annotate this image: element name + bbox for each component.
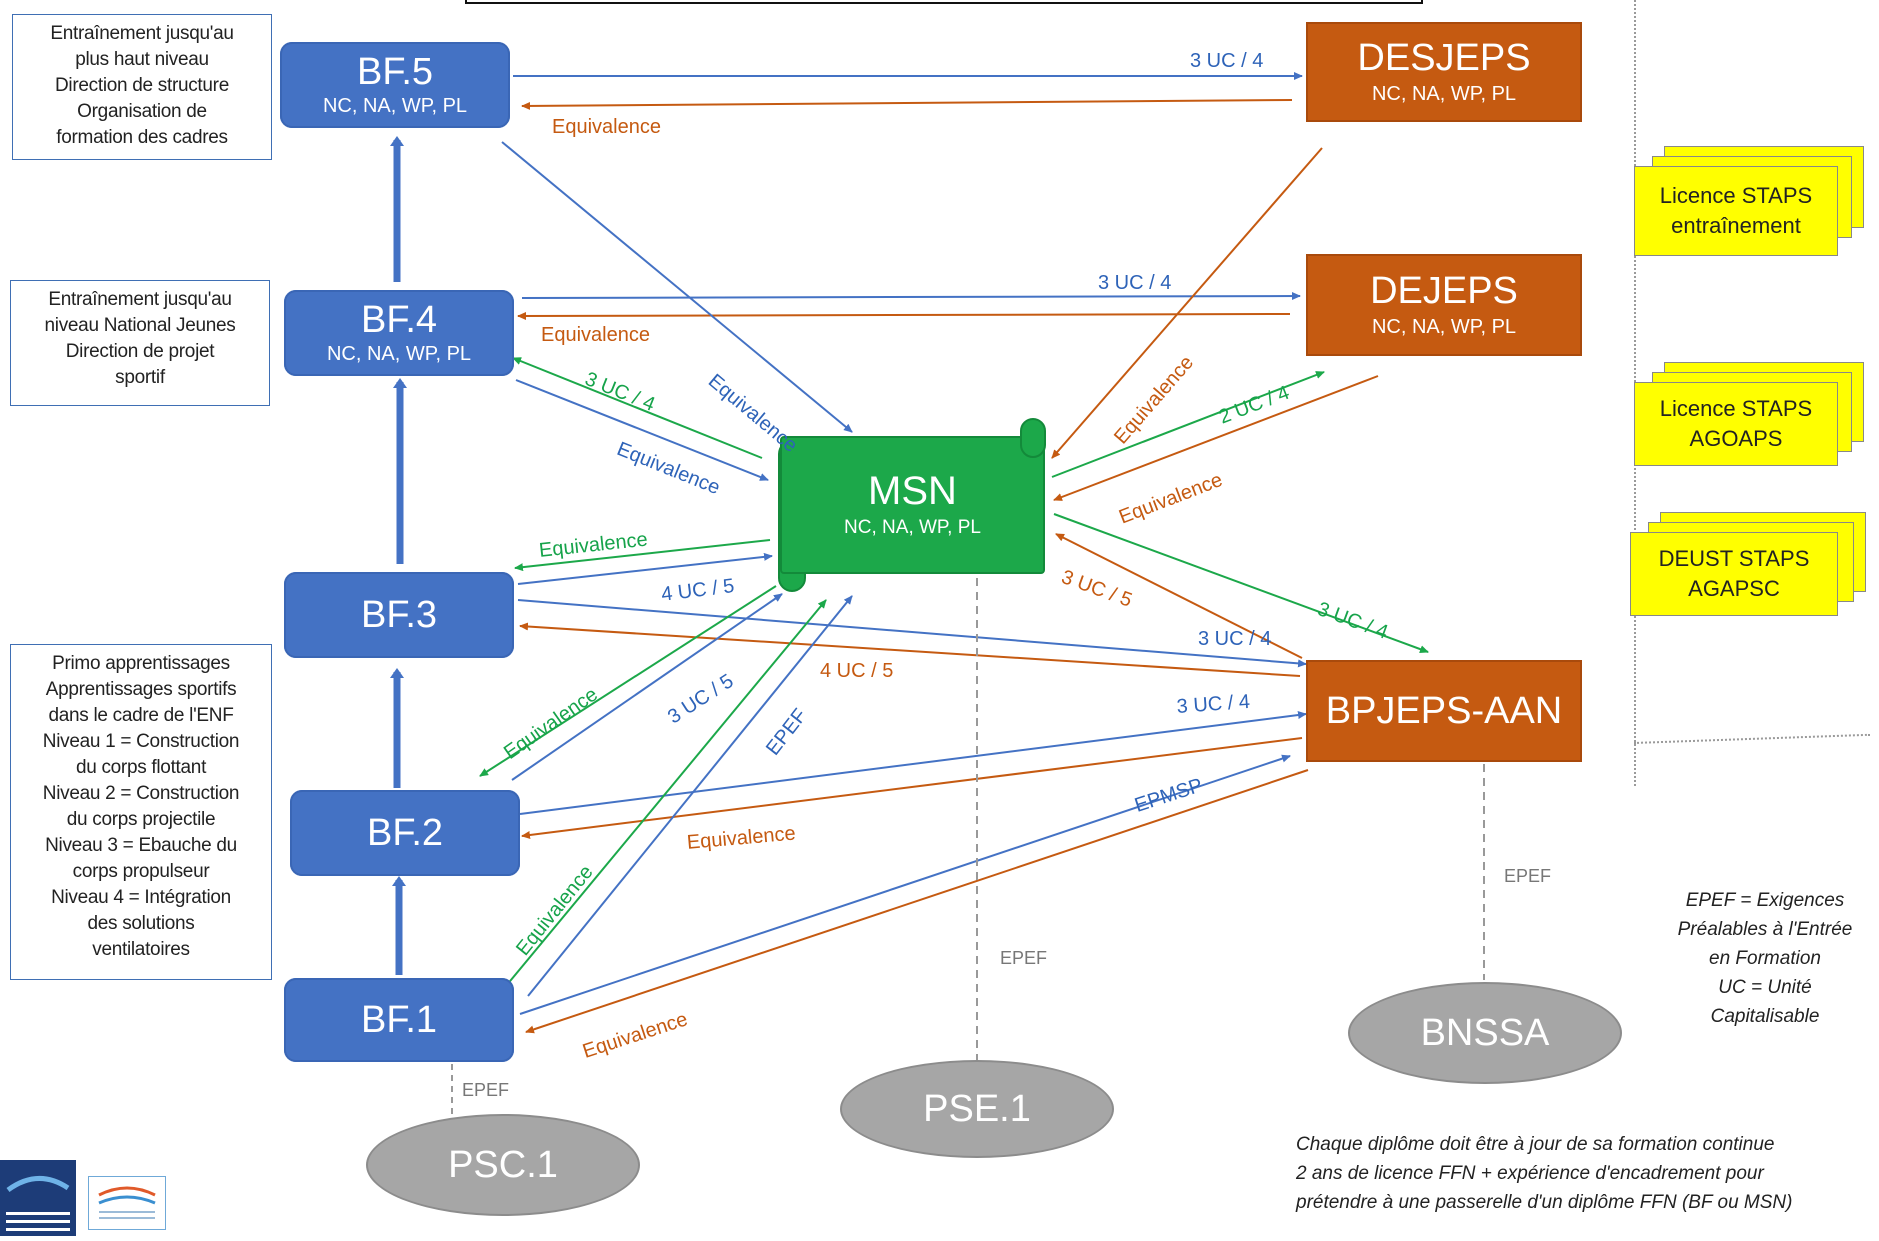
dejeps-title: DEJEPS [1370, 270, 1518, 312]
bf1-bf2-description: Primo apprentissages Apprentissages spor… [10, 644, 272, 980]
bf12-description-line: Niveau 1 = Construction [42, 731, 240, 752]
legend: EPEF = Exigences Préalables à l'Entrée e… [1660, 886, 1870, 1031]
bf4-description-line: Direction de projet [65, 341, 215, 362]
psc1-ellipse[interactable]: PSC.1 [366, 1114, 640, 1216]
label-epef-bnssa: EPEF [1504, 866, 1552, 886]
desjeps-subtitle: NC, NA, WP, PL [1371, 83, 1517, 105]
bf2-box[interactable]: BF.2 [290, 790, 520, 876]
bf12-description-line: du corps flottant [75, 757, 207, 778]
bf5-subtitle: NC, NA, WP, PL [322, 95, 468, 117]
deust-staps-note: DEUST STAPS AGAPSC [1630, 532, 1838, 616]
desjeps-title: DESJEPS [1357, 37, 1531, 79]
bf5-description-line: plus haut niveau [75, 49, 209, 70]
pse1-label: PSE.1 [923, 1087, 1031, 1130]
bf5-box[interactable]: BF.5 NC, NA, WP, PL [280, 42, 510, 128]
legend-line: Capitalisable [1710, 1006, 1820, 1027]
bf5-description-line: Direction de structure [55, 75, 229, 96]
bnssa-ellipse[interactable]: BNSSA [1348, 982, 1622, 1084]
bnssa-label: BNSSA [1420, 1011, 1550, 1054]
label-bf3-bpjeps-uc: 3 UC / 4 [1198, 628, 1272, 650]
bf5-title: BF.5 [356, 51, 434, 93]
desjeps-box[interactable]: DESJEPS NC, NA, WP, PL [1306, 22, 1582, 122]
staps-note-line: entraînement [1671, 213, 1801, 238]
bf5-description: Entraînement jusqu'au plus haut niveau D… [12, 14, 272, 160]
bf12-description-line: ventilatoires [92, 939, 190, 960]
bf12-description-line: du corps projectile [66, 809, 216, 830]
bf12-description-line: Primo apprentissages [52, 653, 230, 674]
enf-logo [88, 1176, 166, 1230]
bf3-box[interactable]: BF.3 [284, 572, 514, 658]
bf4-box[interactable]: BF.4 NC, NA, WP, PL [284, 290, 514, 376]
dejeps-subtitle: NC, NA, WP, PL [1371, 316, 1517, 338]
bf5-description-line: Entraînement jusqu'au [50, 23, 234, 44]
bf2-title: BF.2 [366, 812, 444, 854]
ligue-natation-logo [0, 1160, 76, 1236]
label-bf5-desjeps-uc: 3 UC / 4 [1190, 50, 1264, 72]
staps-note-line: Licence STAPS [1659, 396, 1813, 421]
staps-note-line: DEUST STAPS [1658, 546, 1810, 571]
bf12-description-line: Niveau 3 = Ebauche du [45, 835, 237, 856]
label-bpjeps-bf3-uc: 4 UC / 5 [820, 660, 894, 682]
footnote-line: 2 ans de licence FFN + expérience d'enca… [1296, 1163, 1764, 1184]
label-epef-psc: EPEF [462, 1080, 510, 1100]
msn-scroll-curl-right [1020, 418, 1046, 458]
bpjeps-aan-title: BPJEPS-AAN [1325, 690, 1563, 732]
msn-subtitle: NC, NA, WP, PL [844, 517, 981, 538]
bf12-description-line: corps propulseur [72, 861, 210, 882]
bf1-title: BF.1 [360, 999, 438, 1041]
bf4-description-line: sportif [115, 367, 165, 388]
staps-entrainement-note: Licence STAPS entraînement [1634, 166, 1838, 256]
staps-note-line: AGOAPS [1689, 426, 1783, 451]
bf12-description-line: des solutions [87, 913, 195, 934]
bf3-title: BF.3 [360, 594, 438, 636]
pse1-ellipse[interactable]: PSE.1 [840, 1060, 1114, 1158]
legend-line: UC = Unité [1718, 977, 1812, 998]
footnote-line: Chaque diplôme doit être à jour de sa fo… [1296, 1134, 1775, 1155]
psc1-label: PSC.1 [448, 1143, 558, 1186]
staps-agoaps-note: Licence STAPS AGOAPS [1634, 382, 1838, 466]
bf5-description-line: formation des cadres [56, 127, 228, 148]
legend-line: EPEF = Exigences [1685, 890, 1845, 911]
footnote: Chaque diplôme doit être à jour de sa fo… [1296, 1130, 1876, 1217]
label-bf4-dejeps-uc: 3 UC / 4 [1098, 272, 1172, 294]
bf4-description-line: niveau National Jeunes [44, 315, 236, 336]
staps-note-line: Licence STAPS [1659, 183, 1813, 208]
label-bf5-desjeps-equivalence: Equivalence [552, 116, 661, 138]
msn-title: MSN [868, 469, 957, 513]
bf12-description-line: Niveau 4 = Intégration [51, 887, 231, 908]
msn-box[interactable]: MSN NC, NA, WP, PL [780, 436, 1045, 574]
bf12-description-line: dans le cadre de l'ENF [48, 705, 234, 726]
bf12-description-line: Apprentissages sportifs [45, 679, 237, 700]
footnote-line: prétendre à une passerelle d'un diplôme … [1296, 1192, 1793, 1213]
bf5-description-line: Organisation de [77, 101, 207, 122]
bf4-description-line: Entraînement jusqu'au [48, 289, 232, 310]
bf12-description-line: Niveau 2 = Construction [42, 783, 240, 804]
bf4-subtitle: NC, NA, WP, PL [326, 343, 472, 365]
label-epef-pse: EPEF [1000, 948, 1048, 968]
legend-line: en Formation [1709, 948, 1821, 969]
label-bf4-dejeps-equivalence: Equivalence [541, 324, 650, 346]
top-frame-line [465, 0, 1423, 4]
legend-line: Préalables à l'Entrée [1677, 919, 1853, 940]
bf4-description: Entraînement jusqu'au niveau National Je… [10, 280, 270, 406]
bf4-title: BF.4 [360, 299, 438, 341]
bf1-box[interactable]: BF.1 [284, 978, 514, 1062]
dejeps-box[interactable]: DEJEPS NC, NA, WP, PL [1306, 254, 1582, 356]
staps-note-line: AGAPSC [1688, 576, 1780, 601]
bpjeps-aan-box[interactable]: BPJEPS-AAN [1306, 660, 1582, 762]
